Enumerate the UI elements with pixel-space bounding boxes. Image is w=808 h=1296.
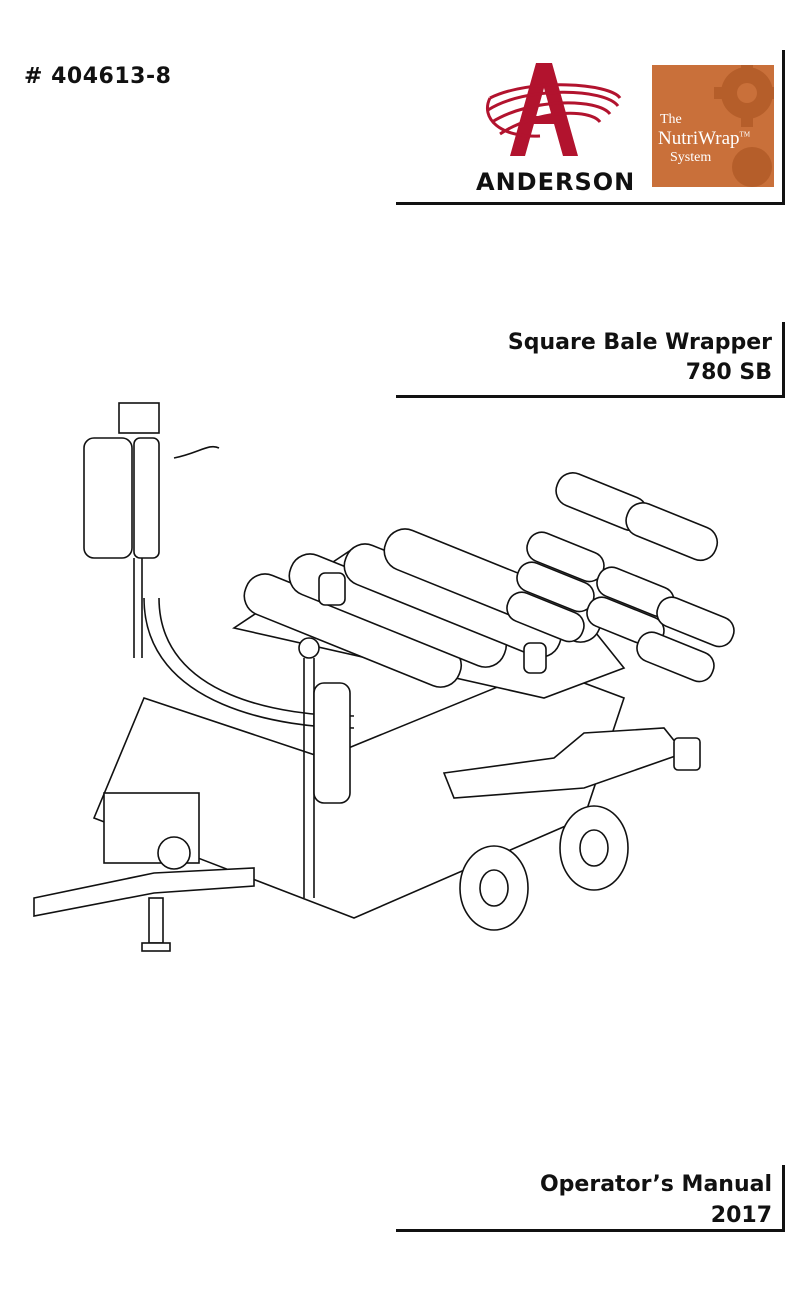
product-title: Square Bale Wrapper xyxy=(507,330,772,355)
footer-rule xyxy=(396,1165,785,1232)
brand-name: ANDERSON xyxy=(476,168,636,196)
nutriwrap-logo: The NutriWrapTM System xyxy=(652,65,774,187)
part-number: # 404613-8 xyxy=(24,64,172,89)
manual-type: Operator’s Manual xyxy=(539,1172,772,1197)
header-rule xyxy=(396,50,785,205)
anderson-logo xyxy=(486,63,622,156)
title-rule xyxy=(396,322,785,398)
nutri-line-3: System xyxy=(670,150,712,165)
manual-year: 2017 xyxy=(710,1203,772,1228)
gear-icon xyxy=(714,65,774,187)
nutri-line-2: NutriWrapTM xyxy=(658,128,751,149)
model-number: 780 SB xyxy=(685,360,772,385)
nutri-line-1: The xyxy=(660,112,682,127)
bale-wrapper-illustration xyxy=(33,402,735,952)
